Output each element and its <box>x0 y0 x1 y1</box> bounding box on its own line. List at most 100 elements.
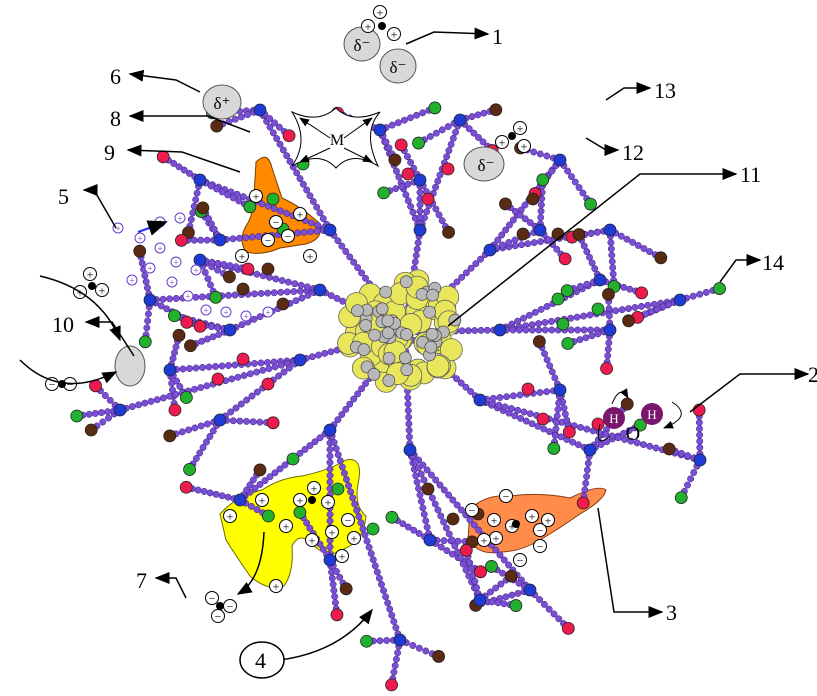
polar-site-delta-plus <box>202 84 242 120</box>
svg-text:+: + <box>297 208 304 222</box>
svg-text:−: − <box>537 540 544 554</box>
guest-atom-sign: + <box>193 266 198 276</box>
core-particle <box>368 328 381 342</box>
svg-text:+: + <box>311 482 318 496</box>
branch-node <box>603 223 617 237</box>
cation: + <box>487 513 501 528</box>
end-group <box>485 560 498 573</box>
guest-atom-sign: + <box>169 278 174 288</box>
branch-node <box>143 293 157 307</box>
branch-node <box>413 173 427 187</box>
end-group <box>602 287 615 301</box>
end-group <box>84 423 98 437</box>
guest-atom <box>112 222 124 234</box>
cation: + <box>325 525 339 540</box>
branch-node <box>323 423 337 437</box>
svg-text:+: + <box>239 250 246 264</box>
side-group <box>366 522 380 536</box>
guest-atom <box>174 212 186 224</box>
guest-atom-sign: + <box>177 214 182 224</box>
anion: − <box>341 513 355 528</box>
cation: + <box>477 533 491 548</box>
callout-1: 1 <box>492 24 503 49</box>
metal-label: M <box>330 132 344 149</box>
side-group <box>591 302 605 316</box>
counter-ion <box>58 380 66 388</box>
guest-atom <box>220 306 232 318</box>
cation: + <box>373 5 387 20</box>
guest-atom <box>262 306 274 318</box>
guest-atom <box>134 232 146 244</box>
callout-10: 10 <box>52 312 74 337</box>
side-group <box>261 262 275 276</box>
svg-text:+: + <box>391 28 398 42</box>
side-group <box>421 192 435 206</box>
end-group <box>622 314 635 328</box>
cation: + <box>293 493 307 508</box>
svg-text:−: − <box>537 524 544 538</box>
branch-node <box>113 403 127 417</box>
side-group <box>551 292 565 306</box>
branch-node <box>413 223 427 237</box>
end-group <box>163 429 177 443</box>
anion: − <box>513 553 527 568</box>
end-group <box>459 543 473 557</box>
end-group <box>172 328 186 342</box>
guest-atom <box>170 256 182 268</box>
anion: − <box>499 489 513 504</box>
polar-sites: δ⁻ δ⁻ δ⁺ δ⁻ <box>114 26 505 387</box>
callout-13: 13 <box>654 78 676 103</box>
end-group <box>183 463 196 476</box>
callout-7: 7 <box>136 568 147 593</box>
guest-atom-sign: + <box>137 234 142 244</box>
svg-text:+: + <box>365 20 372 34</box>
branch-node <box>193 173 207 187</box>
branch-chains <box>73 104 723 689</box>
guest-atom-sign: + <box>115 224 120 234</box>
anion: − <box>223 599 237 614</box>
counter-ion <box>308 496 316 504</box>
cation: + <box>517 139 531 154</box>
svg-text:+: + <box>99 284 106 298</box>
callout-arrows <box>19 27 810 661</box>
guest-molecule-5: +++++++++++++++ <box>112 212 274 322</box>
cation: + <box>269 579 283 594</box>
end-group <box>547 442 561 455</box>
cation: + <box>95 283 109 298</box>
core-sphere <box>439 338 463 362</box>
svg-text:−: − <box>469 504 476 518</box>
core-particle <box>379 285 393 299</box>
cation: + <box>541 513 555 528</box>
end-group <box>489 103 503 117</box>
delta-plus-label: δ⁺ <box>214 94 231 113</box>
side-group <box>521 382 535 396</box>
svg-text:+: + <box>297 494 304 508</box>
cation: + <box>305 533 319 548</box>
core-particle <box>424 340 438 354</box>
branch-node <box>233 493 247 507</box>
end-group <box>168 403 182 417</box>
branch-node <box>253 103 267 117</box>
branch-node <box>593 273 607 287</box>
cation: + <box>83 267 97 282</box>
branch-node <box>393 633 407 647</box>
end-group <box>209 290 223 304</box>
counter-ion <box>378 22 386 30</box>
side-group <box>441 162 455 176</box>
branch-node <box>373 123 387 137</box>
end-group <box>428 101 442 115</box>
svg-text:−: − <box>265 234 272 248</box>
svg-text:−: − <box>209 592 216 606</box>
end-group <box>385 510 399 524</box>
svg-text:+: + <box>377 6 384 20</box>
cation: + <box>279 519 293 534</box>
end-group <box>662 442 676 456</box>
core-particle <box>425 327 439 341</box>
branch-node <box>603 323 617 337</box>
callout-5: 5 <box>58 184 69 209</box>
callout-8: 8 <box>110 106 121 131</box>
end-group <box>241 262 255 276</box>
svg-text:−: − <box>285 230 292 244</box>
branch-node <box>313 283 327 297</box>
counter-ion <box>508 132 516 140</box>
